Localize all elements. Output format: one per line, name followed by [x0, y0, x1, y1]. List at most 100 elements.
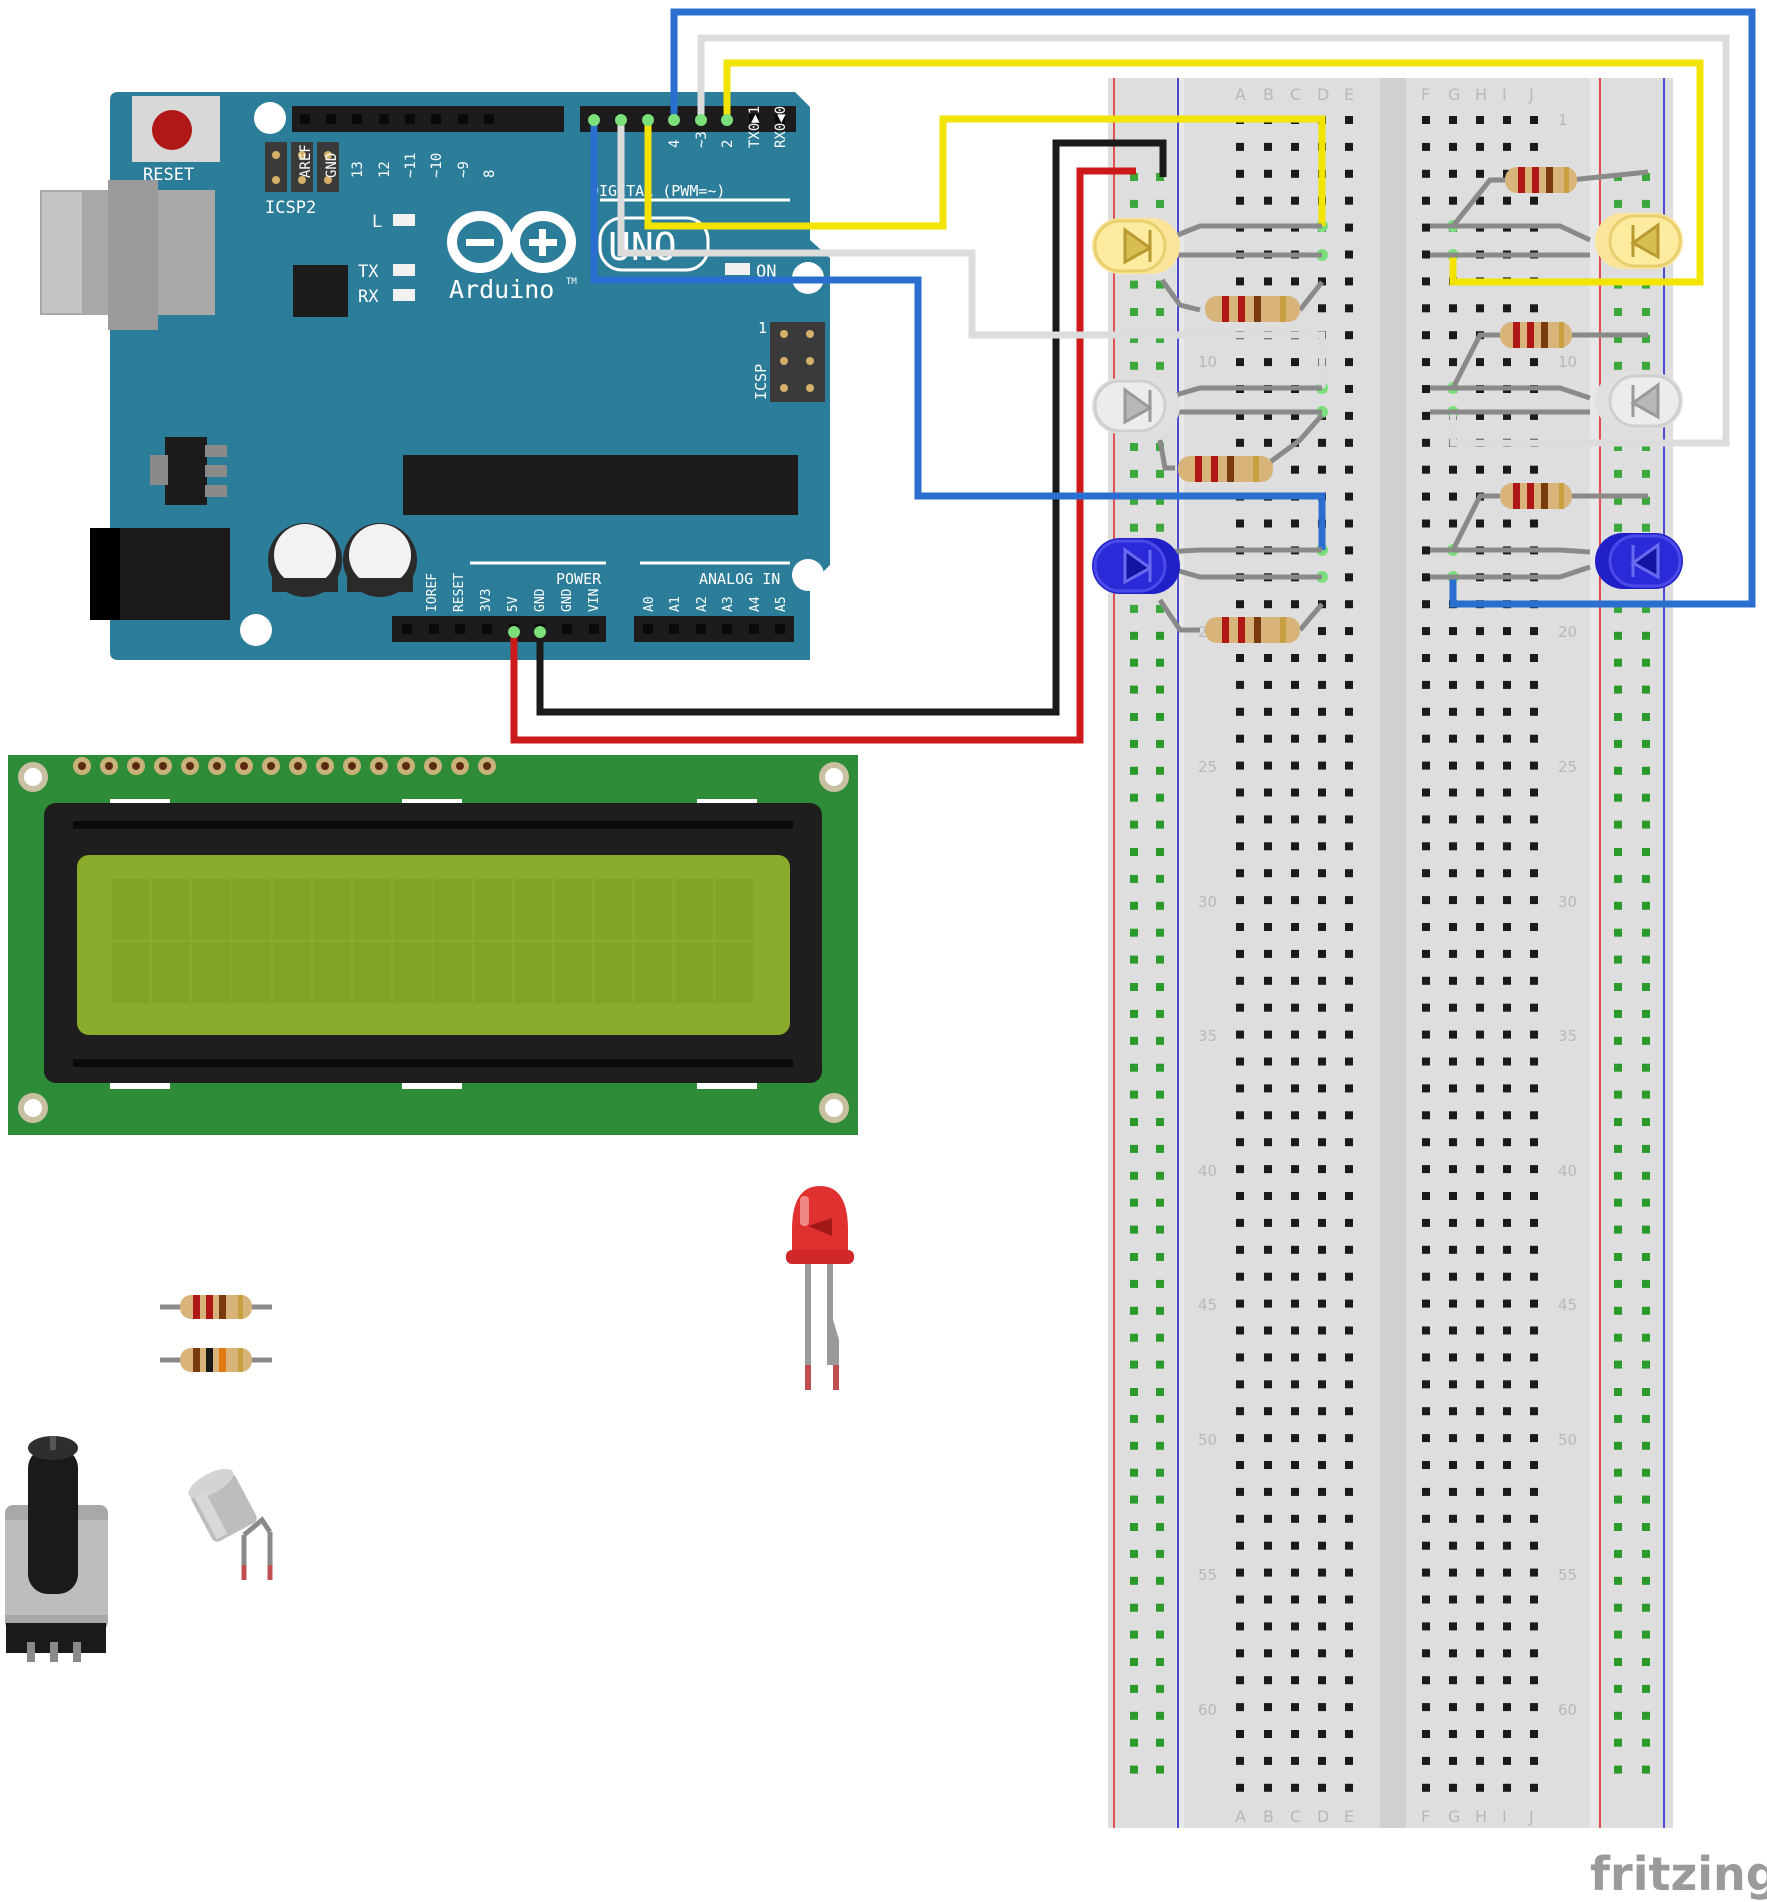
- lcd-cell: [272, 942, 311, 1003]
- breadboard-hole: [1530, 923, 1538, 931]
- breadboard-hole: [1345, 1676, 1353, 1685]
- rail-hole: [1130, 1388, 1138, 1396]
- breadboard-hole: [1345, 1568, 1353, 1577]
- lcd-cell: [393, 942, 432, 1003]
- breadboard-hole: [1236, 438, 1244, 447]
- rail-hole: [1614, 820, 1622, 829]
- digital-pin-label: TX0▶1: [747, 106, 763, 148]
- breadboard-hole: [1476, 1192, 1484, 1200]
- power-pin-holes: [402, 624, 785, 634]
- rail-hole: [1156, 1711, 1164, 1720]
- breadboard-hole: [1422, 1676, 1430, 1685]
- breadboard-hole: [1318, 1111, 1326, 1120]
- breadboard-hole: [1503, 815, 1511, 824]
- row-number-left: 35: [1198, 1027, 1217, 1045]
- breadboard-hole: [1318, 1272, 1326, 1281]
- breadboard-hole: [1503, 1003, 1511, 1012]
- breadboard-hole: [1530, 1649, 1538, 1658]
- breadboard-hole: [1345, 465, 1353, 474]
- breadboard-hole: [1422, 976, 1430, 985]
- breadboard-hole: [1449, 1622, 1457, 1631]
- center-channel: [1380, 78, 1406, 1828]
- breadboard-hole: [1291, 1380, 1299, 1389]
- breadboard-hole: [1449, 1649, 1457, 1658]
- breadboard-hole: [1476, 869, 1484, 878]
- breadboard-hole: [1345, 142, 1353, 151]
- breadboard-hole: [1264, 1541, 1272, 1550]
- breadboard-hole: [1503, 1353, 1511, 1362]
- row-number-left: 60: [1198, 1701, 1217, 1719]
- rail-hole: [1156, 1765, 1164, 1774]
- breadboard-hole: [1530, 519, 1538, 528]
- breadboard-hole: [1530, 116, 1538, 124]
- breadboard-hole: [1476, 1649, 1484, 1658]
- rail-hole: [1614, 1360, 1622, 1369]
- breadboard-hole: [1422, 331, 1430, 340]
- digital-pin-label: ~3: [694, 131, 710, 148]
- breadboard-hole: [1291, 600, 1299, 609]
- rail-hole: [1642, 1738, 1650, 1747]
- breadboard-hole: [1236, 1514, 1244, 1523]
- breadboard-hole: [1318, 1353, 1326, 1362]
- breadboard-hole: [1449, 1514, 1457, 1523]
- breadboard-hole: [1291, 1514, 1299, 1523]
- rail-hole: [1156, 713, 1164, 721]
- breadboard-hole: [1449, 492, 1457, 501]
- breadboard-hole: [1449, 1353, 1457, 1362]
- breadboard-hole: [1476, 1461, 1484, 1469]
- rail-hole: [1130, 1684, 1138, 1693]
- breadboard-hole: [1264, 1353, 1272, 1362]
- breadboard-hole: [1318, 1057, 1326, 1066]
- breadboard-hole: [1318, 1595, 1326, 1604]
- breadboard-hole: [1503, 896, 1511, 905]
- breadboard-hole: [1264, 438, 1272, 447]
- breadboard-hole: [1345, 277, 1353, 286]
- rail-hole: [1614, 1333, 1622, 1342]
- breadboard-hole: [1449, 949, 1457, 958]
- breadboard-hole: [1264, 411, 1272, 420]
- rail-hole: [1130, 469, 1138, 478]
- rail-hole: [1614, 361, 1622, 370]
- breadboard-hole: [1264, 976, 1272, 985]
- rail-hole: [1642, 1333, 1650, 1342]
- lcd-cell: [313, 942, 351, 1003]
- rail-hole: [1156, 1009, 1164, 1018]
- lcd-cell: [674, 879, 713, 940]
- breadboard-hole: [1264, 842, 1272, 851]
- rail-hole: [1130, 1468, 1138, 1477]
- breadboard-hole: [1318, 654, 1326, 662]
- rail-hole: [1130, 1279, 1138, 1288]
- rail-hole: [1130, 848, 1138, 856]
- row-number-right: 35: [1558, 1027, 1577, 1045]
- rail-hole: [1156, 496, 1164, 505]
- wire-blue-left: [590, 120, 1326, 550]
- breadboard-hole: [1291, 949, 1299, 958]
- breadboard-hole: [1476, 842, 1484, 851]
- breadboard-hole: [1345, 1756, 1353, 1765]
- breadboard-hole: [1291, 196, 1299, 205]
- breadboard-hole: [1476, 1111, 1484, 1120]
- row-number-right: 55: [1558, 1566, 1577, 1584]
- breadboard-hole: [1345, 519, 1353, 528]
- breadboard-hole: [1264, 1192, 1272, 1200]
- breadboard-hole: [1422, 1299, 1430, 1308]
- rail-hole: [1614, 1765, 1622, 1774]
- rail-hole: [1156, 658, 1164, 667]
- rx-label: RX: [358, 287, 379, 307]
- icsp-pin1-label: 1: [758, 319, 767, 337]
- column-label-top: G: [1448, 85, 1460, 104]
- breadboard-hole: [1291, 1272, 1299, 1281]
- breadboard-hole: [1422, 761, 1430, 770]
- lcd-cell: [112, 942, 150, 1003]
- rail-hole: [1642, 1198, 1650, 1207]
- breadboard-hole: [1449, 976, 1457, 985]
- rail-hole: [1614, 658, 1622, 667]
- breadboard-hole: [1236, 1165, 1244, 1174]
- breadboard-hole: [1422, 600, 1430, 609]
- breadboard-hole: [1291, 169, 1299, 178]
- rail-hole: [1614, 443, 1622, 451]
- breadboard-hole: [1236, 1595, 1244, 1604]
- breadboard-hole: [1291, 465, 1299, 474]
- rail-hole: [1614, 1198, 1622, 1207]
- rail-hole: [1130, 955, 1138, 964]
